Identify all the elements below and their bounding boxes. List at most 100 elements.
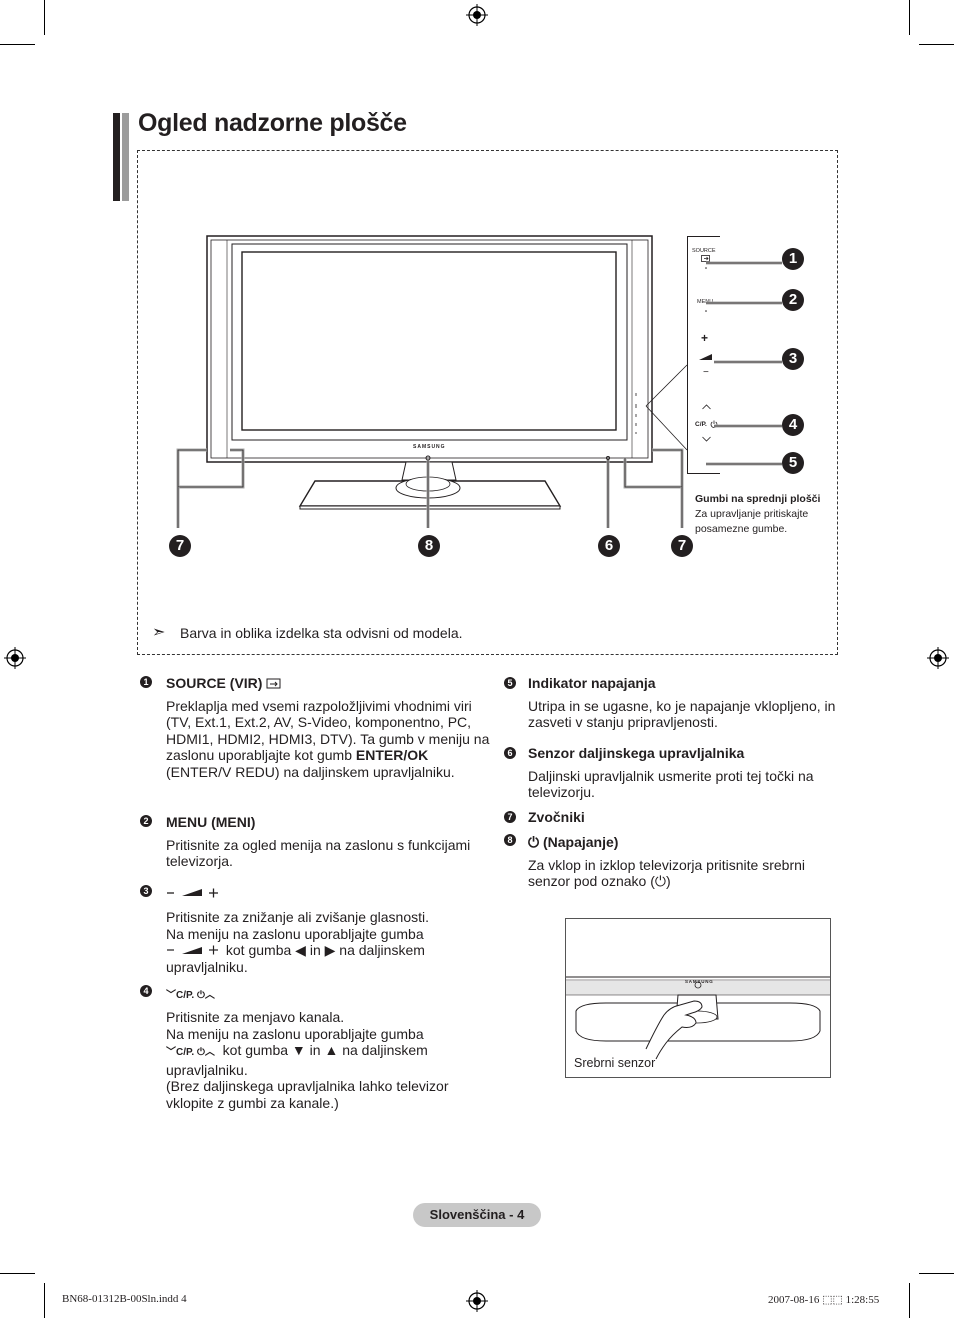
- registration-mark-icon: [466, 1290, 488, 1312]
- volume-icon: [699, 354, 712, 360]
- item-text: Preklaplja med vsemi razpoložljivimi vho…: [166, 697, 490, 764]
- volume-buttons-icon: [167, 945, 218, 955]
- footer-date: 2007-08-16 ⬚⬚ 1:28:55: [768, 1294, 880, 1306]
- crop-mark: [0, 1273, 35, 1274]
- panel-plus: +: [701, 331, 709, 345]
- cp-label: C/P.: [176, 1047, 195, 1058]
- panel-caption-text: Za upravljanje pritiskajte posamezne gum…: [695, 508, 809, 535]
- panel-caption-title: Gumbi na sprednji plošči: [695, 493, 821, 505]
- panel-menu-label: MENU: [697, 299, 714, 305]
- left-arrow-icon: ◀: [295, 942, 306, 958]
- chevron-up-icon: [702, 404, 711, 410]
- item-text: in: [309, 942, 321, 958]
- brand-logo: SAMSUNG: [413, 444, 446, 450]
- channel-buttons: ﹀C/P. ⏻︿: [166, 986, 215, 1001]
- item-bold: ENTER/OK: [355, 747, 429, 763]
- chevron-down-icon: ﹀: [166, 990, 176, 1001]
- up-arrow-icon: ▲: [324, 1042, 339, 1058]
- sensor-label: Srebrni senzor: [574, 1056, 656, 1070]
- item-text: Na meniju na zaslonu uporabljajte gumba: [166, 1025, 424, 1042]
- item-number: 4: [140, 985, 152, 997]
- crop-mark: [909, 0, 910, 35]
- crop-mark: [44, 1283, 45, 1318]
- power-icon: ⏻: [196, 990, 205, 1001]
- channel-buttons: ﹀C/P. ⏻︿: [166, 1047, 215, 1058]
- callout-2: 2: [782, 289, 804, 311]
- panel-source-label: SOURCE: [692, 248, 716, 254]
- panel-caption: Gumbi na sprednji plošči Za upravljanje …: [695, 492, 845, 537]
- callout-8: 8: [418, 535, 440, 557]
- item-heading: MENU (MENI): [166, 814, 256, 830]
- footer-file: BN68-01312B-00Sln.indd 4: [62, 1293, 187, 1305]
- chevron-up-icon: ︿: [204, 990, 215, 1001]
- callout-3: 3: [782, 348, 804, 370]
- diagram-frame: [137, 150, 838, 655]
- registration-mark-icon: [927, 647, 949, 669]
- model-note: Barva in oblika izdelka sta odvisni od m…: [180, 625, 463, 641]
- item-number: 8: [504, 834, 516, 846]
- item-text: ): [665, 873, 671, 889]
- page-number-badge: Slovenščina - 4: [413, 1203, 541, 1227]
- right-arrow-icon: ▶: [324, 942, 336, 958]
- power-icon: ⏻: [654, 873, 666, 889]
- item-menu: MENU (MENI) Pritisnite za ogled menija n…: [166, 814, 496, 870]
- item-text: Daljinski upravljalnik usmerite proti te…: [528, 767, 814, 801]
- callout-7-left: 7: [169, 535, 191, 557]
- side-panel: [687, 236, 720, 474]
- registration-mark-icon: [4, 647, 26, 669]
- item-text: Pritisnite za znižanje ali zvišanje glas…: [166, 909, 430, 925]
- item-heading: SOURCE (VIR): [166, 675, 263, 691]
- item-number: 6: [504, 747, 516, 759]
- brand-logo: SAMSUNG: [685, 979, 714, 984]
- title-accent: [122, 113, 129, 201]
- page-title: Ogled nadzorne plošče: [138, 109, 407, 137]
- item-power: ⏻ (Napajanje) Za vklop in izklop televiz…: [528, 834, 846, 890]
- crop-mark: [0, 44, 35, 45]
- item-speakers: Zvočniki: [528, 809, 585, 825]
- panel-minus: −: [703, 367, 709, 378]
- item-text: Na meniju na zaslonu uporabljajte gumba: [166, 925, 424, 942]
- title-accent: [113, 113, 120, 201]
- item-number: 3: [140, 885, 152, 897]
- chevron-down-icon: [702, 436, 711, 442]
- down-arrow-icon: ▼: [291, 1042, 306, 1058]
- item-remote-sensor: Senzor daljinskega upravljalnika Daljins…: [528, 745, 846, 801]
- item-number: 5: [504, 677, 516, 689]
- volume-buttons-icon: [167, 888, 218, 898]
- item-heading: Senzor daljinskega upravljalnika: [528, 745, 745, 761]
- power-icon: ⏻: [528, 834, 540, 850]
- crop-mark: [919, 1273, 954, 1274]
- crop-mark: [919, 44, 954, 45]
- item-number: 1: [140, 676, 152, 688]
- cp-label: C/P.: [176, 990, 195, 1001]
- sensor-illustration: [565, 918, 831, 1078]
- item-source: SOURCE (VIR) Preklaplja med vsemi razpol…: [166, 675, 496, 780]
- item-heading: (Napajanje): [542, 834, 619, 850]
- item-text: kot gumba: [225, 942, 292, 958]
- crop-mark: [909, 1283, 910, 1318]
- registration-mark-icon: [466, 4, 488, 26]
- callout-6: 6: [598, 535, 620, 557]
- source-icon: [266, 678, 281, 689]
- item-text: Utripa in se ugasne, ko je napajanje vkl…: [528, 697, 836, 731]
- callout-7-right: 7: [671, 535, 693, 557]
- item-text: Za vklop in izklop televizorja pritisnit…: [528, 856, 805, 890]
- item-indicator: Indikator napajanja Utripa in se ugasne,…: [528, 675, 846, 731]
- item-volume: Pritisnite za znižanje ali zvišanje glas…: [166, 909, 496, 975]
- item-text: na daljinskem upravljalniku.: [166, 942, 425, 975]
- crop-mark: [44, 0, 45, 35]
- item-number: 2: [140, 815, 152, 827]
- item-heading: Indikator napajanja: [528, 675, 656, 691]
- item-text: (ENTER/V REDU) na daljinskem upravljalni…: [166, 763, 455, 780]
- tv-illustration: [176, 235, 688, 528]
- item-text: na daljinskem upravljalniku.: [166, 1042, 428, 1078]
- callout-4: 4: [782, 414, 804, 436]
- sensor-drawing: [566, 976, 830, 1060]
- item-text: Pritisnite za menjavo kanala.: [166, 1009, 345, 1025]
- item-text: (Brez daljinskega upravljalnika lahko te…: [166, 1078, 449, 1111]
- source-icon: [701, 255, 710, 262]
- callout-1: 1: [782, 248, 804, 270]
- callout-5: 5: [782, 452, 804, 474]
- item-text: in: [309, 1042, 321, 1058]
- panel-cp-label: C/P.: [695, 421, 707, 428]
